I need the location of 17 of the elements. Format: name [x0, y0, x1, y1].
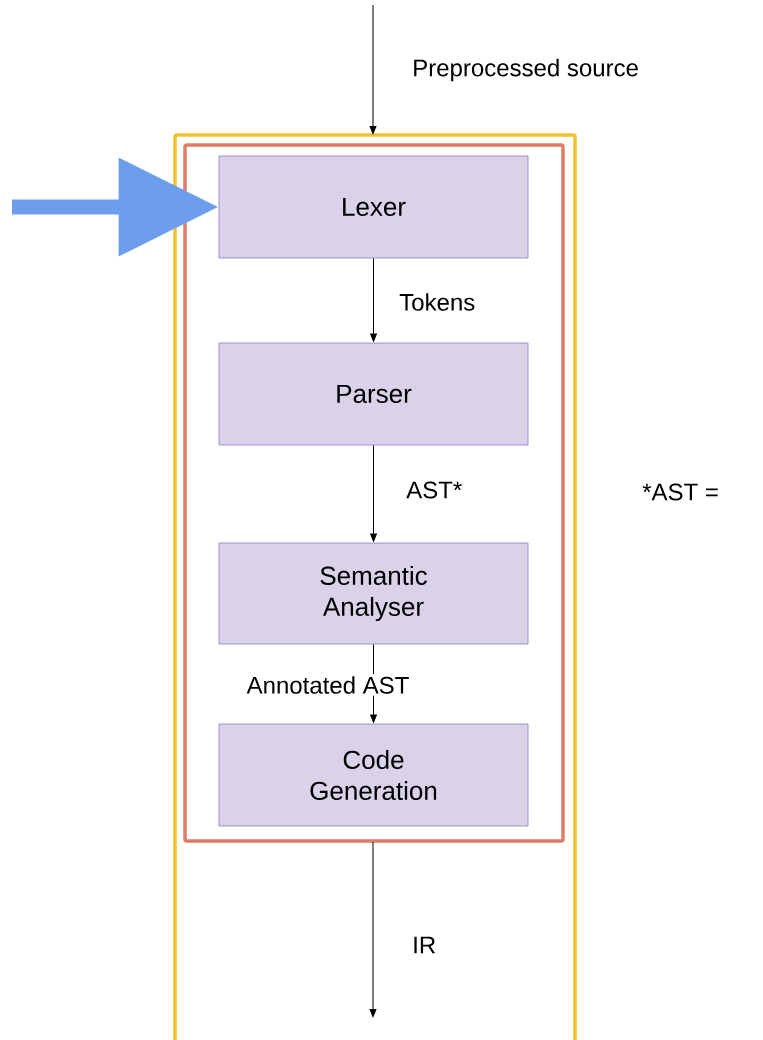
arrow: [370, 257, 377, 342]
edge-label: AST*: [406, 481, 462, 499]
arrow: [369, 4, 377, 135]
edge-label: IR: [414, 936, 436, 954]
process-box: Parser: [218, 342, 529, 446]
container-frame: [173, 133, 577, 1040]
process-box: Semantic Analyser: [218, 542, 529, 645]
edge-label: Preprocessed source: [414, 58, 638, 82]
process-box: Lexer: [218, 155, 529, 259]
edge-label: Tokens: [399, 293, 475, 311]
container-frame: [183, 143, 565, 843]
arrow: [370, 444, 377, 542]
arrow: [369, 841, 377, 1018]
note-text: *AST =: [642, 483, 718, 501]
edge-label: Annotated AST: [246, 676, 409, 694]
arrow: [370, 643, 377, 723]
process-box: Code Generation: [218, 723, 529, 827]
